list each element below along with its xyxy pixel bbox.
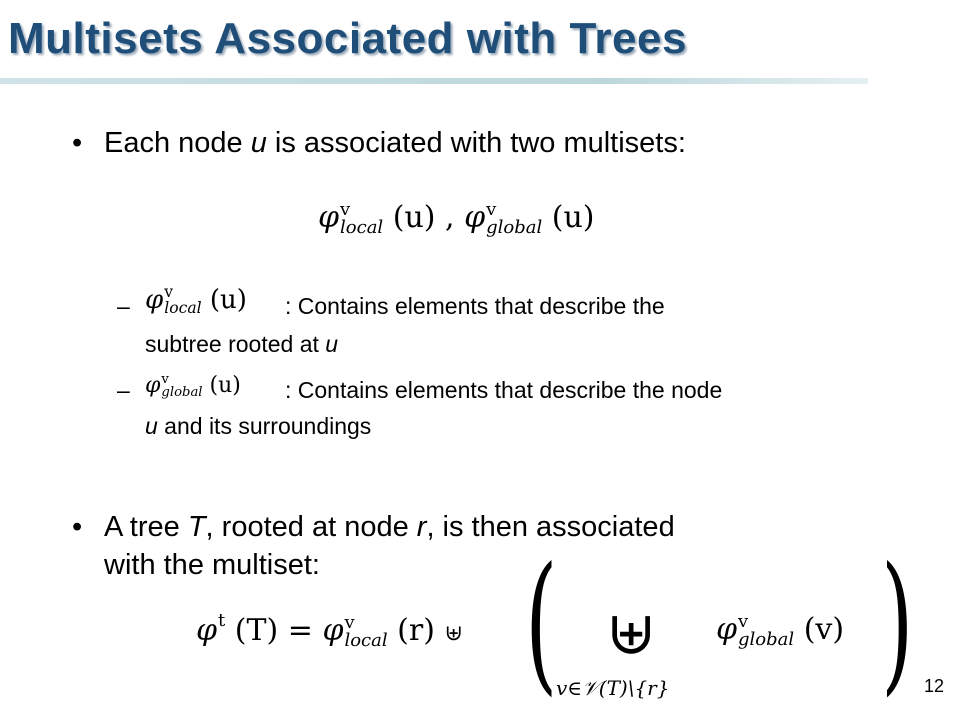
bullet-dot: • bbox=[72, 511, 83, 543]
sup-v: v bbox=[340, 199, 351, 220]
right-paren: ) bbox=[881, 536, 914, 710]
bullet-text: A tree bbox=[104, 511, 188, 543]
slide-title: Multisets Associated with Trees bbox=[8, 14, 687, 63]
bullet-node-multisets: • Each node u is associated with two mul… bbox=[72, 124, 686, 162]
var-u: u bbox=[250, 127, 267, 159]
phi-symbol: φ bbox=[318, 200, 340, 235]
sup-v: v bbox=[164, 283, 174, 302]
sub-text-line2: u and its surroundings bbox=[145, 410, 371, 442]
arg-T: (T) bbox=[234, 613, 279, 648]
var-r: r bbox=[416, 511, 427, 543]
left-paren: ( bbox=[525, 536, 558, 710]
sup-v: v bbox=[344, 612, 355, 633]
multiset-union-icon: ⊎ bbox=[444, 621, 463, 646]
bullet-text: , rooted at node bbox=[205, 511, 417, 543]
sub-global: global bbox=[161, 385, 203, 400]
bullet-tree-multiset: • A tree T, rooted at node r, is then as… bbox=[72, 508, 675, 584]
sup-v: v bbox=[738, 611, 749, 632]
phi-symbol: φ bbox=[716, 612, 738, 647]
sub-text: and its surroundings bbox=[157, 413, 372, 439]
phi-symbol: φ bbox=[464, 200, 486, 235]
sub-global: global bbox=[738, 629, 795, 650]
big-multiset-union-icon: ⊎ bbox=[606, 598, 657, 668]
phi-symbol: φ bbox=[145, 285, 164, 315]
sup-v: v bbox=[161, 371, 169, 387]
sub-text-line2: subtree rooted at u bbox=[145, 328, 338, 360]
arg-r: (r) bbox=[397, 613, 435, 648]
arg-u: (u) bbox=[209, 285, 247, 315]
union-range: v∈𝒱(T)\{r} bbox=[556, 676, 670, 700]
phi-symbol: φ bbox=[145, 373, 161, 398]
sub-global: global bbox=[486, 217, 543, 238]
arg-v: (v) bbox=[803, 612, 845, 647]
bullet-text: is associated with two multisets: bbox=[266, 127, 686, 159]
comma: , bbox=[435, 200, 465, 235]
page-number: 12 bbox=[923, 676, 944, 696]
arg-u: (u) bbox=[551, 200, 595, 235]
arg-u: (u) bbox=[209, 373, 241, 398]
equals-sign: = bbox=[278, 613, 323, 648]
var-T: T bbox=[187, 511, 206, 543]
sub-local: local bbox=[340, 217, 384, 238]
dash: – bbox=[117, 377, 130, 403]
sub-local: local bbox=[164, 299, 202, 317]
title-underline bbox=[0, 78, 868, 84]
phi-symbol: φ bbox=[196, 613, 218, 648]
arg-u: (u) bbox=[392, 200, 436, 235]
var-u: u bbox=[325, 331, 339, 357]
bullet-text: Each node bbox=[104, 127, 251, 159]
bullet-text-line2: with the multiset: bbox=[104, 549, 320, 581]
sub-text: subtree rooted at bbox=[145, 331, 326, 357]
bullet-dot: • bbox=[72, 127, 83, 159]
dash: – bbox=[117, 293, 130, 319]
sub-text: : Contains elements that describe the bbox=[285, 293, 665, 319]
phi-symbol: φ bbox=[322, 613, 344, 648]
sub-local: local bbox=[344, 630, 388, 651]
bullet-text: , is then associated bbox=[426, 511, 675, 543]
var-u: u bbox=[145, 413, 158, 439]
sub-text: : Contains elements that describe the no… bbox=[285, 377, 723, 403]
sup-t: t bbox=[218, 610, 226, 631]
sup-v: v bbox=[486, 199, 497, 220]
